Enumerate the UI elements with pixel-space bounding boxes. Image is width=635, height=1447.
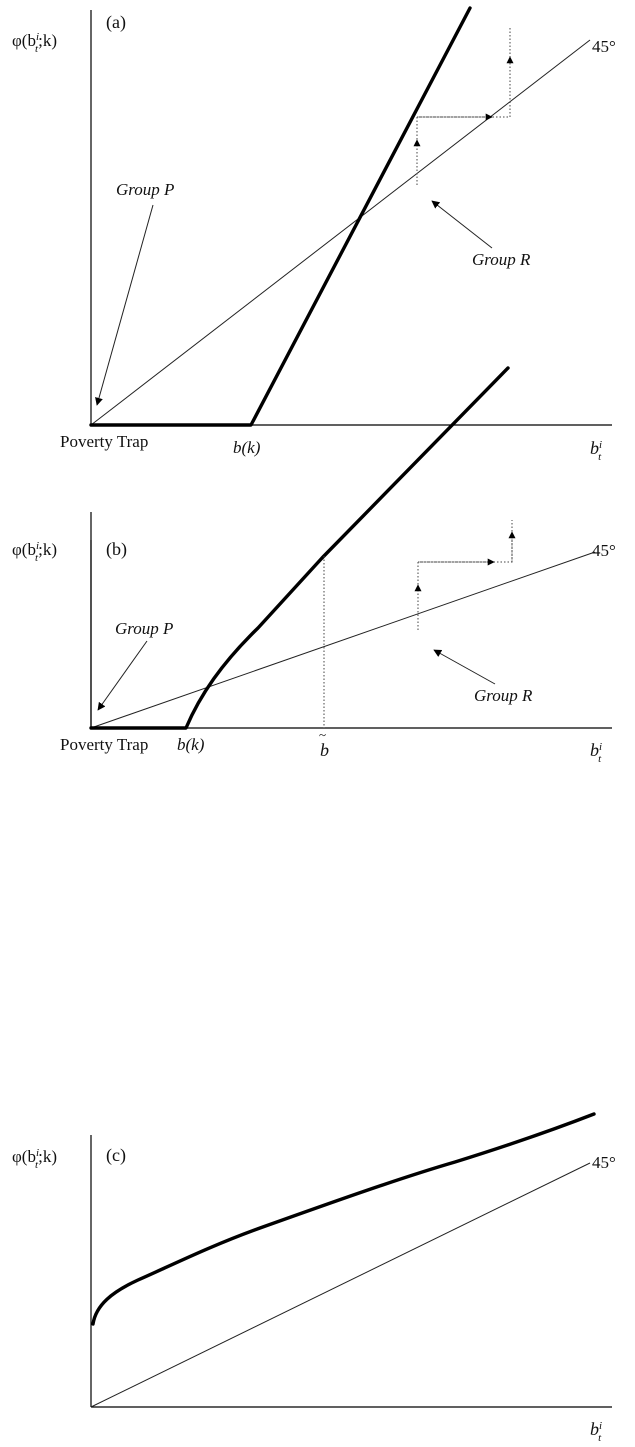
panel-a-45-line — [90, 39, 591, 426]
panel-a-45-label: 45° — [592, 37, 616, 56]
panel-a-bk-label: b(k) — [233, 438, 261, 457]
panel-a-tag: (a) — [106, 12, 126, 33]
panel-b-group-r-arrow — [433, 649, 496, 685]
panel-b-bk-label: b(k) — [177, 735, 205, 754]
panel-b-group-p-label: Group P — [115, 619, 173, 638]
panel-a-poverty-trap-label: Poverty Trap — [60, 432, 148, 451]
panel-b-btilde-mark: ~ — [319, 727, 326, 742]
panel-b-tag: (b) — [106, 539, 127, 560]
panel-a-dynamics-path — [416, 28, 511, 185]
panel-a-transition-curve — [89, 6, 472, 427]
panel-b-group-r-label: Group R — [474, 686, 533, 705]
panel-c-transition-curve — [91, 1112, 596, 1326]
panel-a-group-r-arrow — [431, 200, 493, 249]
panel-a-group-p-arrow — [95, 204, 154, 406]
panel-b-poverty-trap-label: Poverty Trap — [60, 735, 148, 754]
panel-c-45-label: 45° — [592, 1153, 616, 1172]
panel-b-transition-curve — [89, 366, 510, 730]
panel-b-btilde-label: b — [320, 740, 329, 760]
panel-c-45-line — [90, 1162, 591, 1408]
panel-a-group-r-label: Group R — [472, 250, 531, 269]
panel-b-45-label: 45° — [592, 541, 616, 560]
panel-c-tag: (c) — [106, 1145, 126, 1166]
panel-b-45-line — [90, 551, 596, 729]
panel-b-group-p-arrow — [97, 640, 148, 711]
panel-a-group-p-label: Group P — [116, 180, 174, 199]
panel-b-dynamics-path — [417, 520, 513, 630]
